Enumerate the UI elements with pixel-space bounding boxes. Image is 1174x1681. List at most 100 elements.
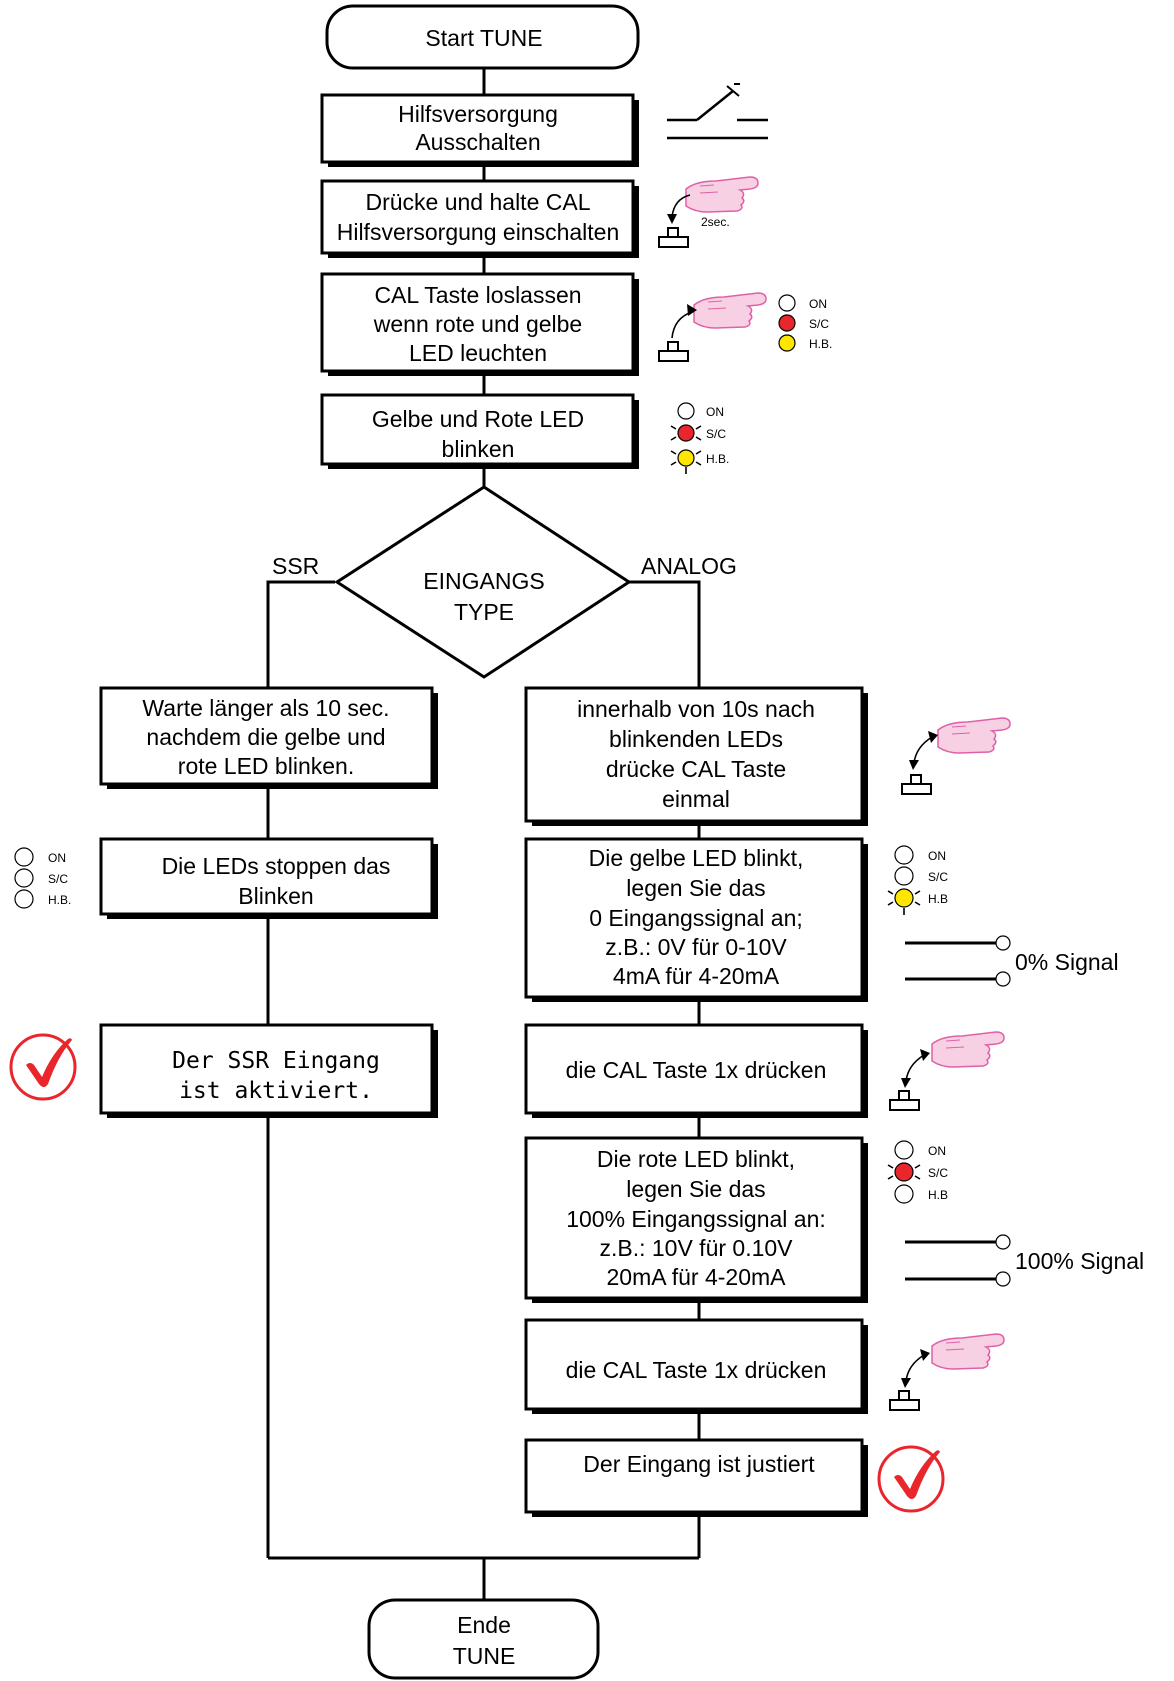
analog-zero-line4: z.B.: 0V für 0-10V bbox=[605, 934, 787, 960]
analog-done-label: Der Eingang ist justiert bbox=[583, 1451, 815, 1477]
push-button-icon bbox=[658, 341, 689, 362]
led-indicator-icon: ON S/C H.B bbox=[887, 845, 948, 915]
analog-full-line1: Die rote LED blinkt, bbox=[597, 1146, 795, 1172]
analog-full-line2: legen Sie das bbox=[626, 1176, 765, 1202]
step-blink-line1: Gelbe und Rote LED bbox=[372, 406, 584, 432]
ssr-done: Der SSR Eingang ist aktiviert. bbox=[99, 1023, 438, 1118]
analog-zero-line2: legen Sie das bbox=[626, 875, 765, 901]
ssr-stop-line1: Die LEDs stoppen das bbox=[162, 853, 391, 879]
signal-terminal-icon bbox=[905, 935, 1011, 987]
blink-rays bbox=[887, 890, 921, 915]
step-power-off-line1: Hilfsversorgung bbox=[398, 101, 558, 127]
step-release-cal-line1: CAL Taste loslassen bbox=[374, 282, 581, 308]
branch-ssr-label: SSR bbox=[272, 553, 319, 579]
ssr-wait-line1: Warte länger als 10 sec. bbox=[142, 695, 389, 721]
analog-cal-1-label: die CAL Taste 1x drücken bbox=[566, 1057, 827, 1083]
led-sc-label: S/C bbox=[48, 872, 68, 886]
step-blink: Gelbe und Rote LED blinken bbox=[320, 393, 639, 469]
signal-full-label: 100% Signal bbox=[1015, 1248, 1144, 1274]
checkmark-icon bbox=[9, 1033, 77, 1101]
ssr-done-line1: Der SSR Eingang bbox=[172, 1048, 380, 1074]
led-indicator-icon: ON S/C H.B. bbox=[670, 402, 729, 474]
decision-input-type: EINGANGS TYPE bbox=[334, 485, 632, 679]
led-hb-label: H.B. bbox=[809, 337, 832, 351]
analog-zero-line1: Die gelbe LED blinkt, bbox=[589, 845, 804, 871]
led-sc-label: S/C bbox=[928, 870, 948, 884]
push-button-icon bbox=[889, 1090, 920, 1111]
step-hold-cal-line2: Hilfsversorgung einschalten bbox=[337, 219, 620, 245]
step-power-off: Hilfsversorgung Ausschalten bbox=[320, 93, 639, 167]
start-label: Start TUNE bbox=[425, 25, 542, 51]
switch-icon bbox=[667, 83, 768, 140]
double-arrow-icon bbox=[909, 731, 938, 770]
blink-rays bbox=[887, 1164, 921, 1180]
blink-rays bbox=[670, 425, 702, 474]
led-indicator-icon: ON S/C H.B bbox=[887, 1140, 948, 1204]
hold-time-label: 2sec. bbox=[701, 215, 730, 229]
signal-terminal-icon bbox=[905, 1234, 1011, 1287]
decision-line1: EINGANGS bbox=[423, 568, 544, 594]
curved-arrow-icon bbox=[667, 194, 691, 224]
decision-line2: TYPE bbox=[454, 599, 514, 625]
ssr-wait-line3: rote LED blinken. bbox=[178, 753, 354, 779]
analog-zero-line3: 0 Eingangssignal an; bbox=[589, 905, 803, 931]
push-button-icon bbox=[901, 774, 932, 795]
ssr-wait: Warte länger als 10 sec. nachdem die gel… bbox=[99, 686, 438, 789]
ssr-stop-line2: Blinken bbox=[238, 883, 313, 909]
curved-arrow-icon bbox=[671, 304, 697, 339]
led-on-label: ON bbox=[928, 1144, 946, 1158]
ssr-stop: Die LEDs stoppen das Blinken bbox=[99, 837, 438, 919]
analog-press-line3: drücke CAL Taste bbox=[606, 756, 786, 782]
hand-press-icon bbox=[693, 292, 767, 329]
push-button-icon bbox=[889, 1390, 920, 1411]
led-on-label: ON bbox=[928, 849, 946, 863]
led-indicator-icon: ON S/C H.B. bbox=[778, 294, 832, 352]
push-button-icon bbox=[658, 227, 689, 248]
analog-press-line1: innerhalb von 10s nach bbox=[577, 696, 815, 722]
analog-full-line4: z.B.: 10V für 0.10V bbox=[599, 1235, 793, 1261]
led-indicator-icon: ON S/C H.B. bbox=[14, 847, 71, 909]
step-release-cal-line3: LED leuchten bbox=[409, 340, 547, 366]
led-hb-label: H.B bbox=[928, 892, 948, 906]
led-on-label: ON bbox=[809, 297, 827, 311]
analog-zero: Die gelbe LED blinkt, legen Sie das 0 Ei… bbox=[524, 837, 868, 1002]
signal-zero-label: 0% Signal bbox=[1015, 949, 1119, 975]
analog-done: Der Eingang ist justiert bbox=[524, 1438, 868, 1517]
analog-full-line5: 20mA für 4-20mA bbox=[607, 1264, 787, 1290]
led-sc-label: S/C bbox=[706, 427, 726, 441]
analog-full: Die rote LED blinkt, legen Sie das 100% … bbox=[524, 1136, 868, 1303]
double-arrow-icon bbox=[901, 1349, 930, 1388]
double-arrow-icon bbox=[901, 1049, 930, 1088]
analog-full-line3: 100% Eingangssignal an: bbox=[566, 1206, 826, 1232]
step-release-cal-line2: wenn rote und gelbe bbox=[373, 311, 582, 337]
hand-press-icon bbox=[937, 717, 1011, 754]
ssr-wait-line2: nachdem die gelbe und bbox=[146, 724, 385, 750]
end-label-line2: TUNE bbox=[453, 1643, 516, 1669]
analog-zero-line5: 4mA für 4-20mA bbox=[613, 963, 780, 989]
analog-cal-2-label: die CAL Taste 1x drücken bbox=[566, 1357, 827, 1383]
step-hold-cal: Drücke und halte CAL Hilfsversorgung ein… bbox=[320, 179, 639, 258]
end-terminal: Ende TUNE bbox=[367, 1598, 600, 1680]
branch-analog-label: ANALOG bbox=[641, 553, 737, 579]
start-terminal: Start TUNE bbox=[325, 4, 640, 70]
step-blink-line2: blinken bbox=[442, 436, 515, 462]
step-release-cal: CAL Taste loslassen wenn rote und gelbe … bbox=[320, 272, 639, 376]
analog-press: innerhalb von 10s nach blinkenden LEDs d… bbox=[524, 686, 868, 826]
led-hb-label: H.B. bbox=[48, 893, 71, 907]
step-hold-cal-line1: Drücke und halte CAL bbox=[365, 189, 590, 215]
checkmark-icon bbox=[877, 1445, 945, 1513]
step-power-off-line2: Ausschalten bbox=[415, 129, 540, 155]
hand-press-icon bbox=[931, 1333, 1005, 1370]
ssr-done-line2: ist aktiviert. bbox=[179, 1078, 373, 1104]
led-sc-label: S/C bbox=[928, 1166, 948, 1180]
hand-press-icon bbox=[931, 1031, 1005, 1068]
analog-press-line4: einmal bbox=[662, 786, 730, 812]
led-hb-label: H.B. bbox=[706, 452, 729, 466]
analog-cal-1: die CAL Taste 1x drücken bbox=[524, 1023, 868, 1118]
analog-press-line2: blinkenden LEDs bbox=[609, 726, 783, 752]
led-on-label: ON bbox=[706, 405, 724, 419]
led-sc-label: S/C bbox=[809, 317, 829, 331]
analog-cal-2: die CAL Taste 1x drücken bbox=[524, 1318, 868, 1414]
hand-press-icon bbox=[685, 176, 759, 213]
